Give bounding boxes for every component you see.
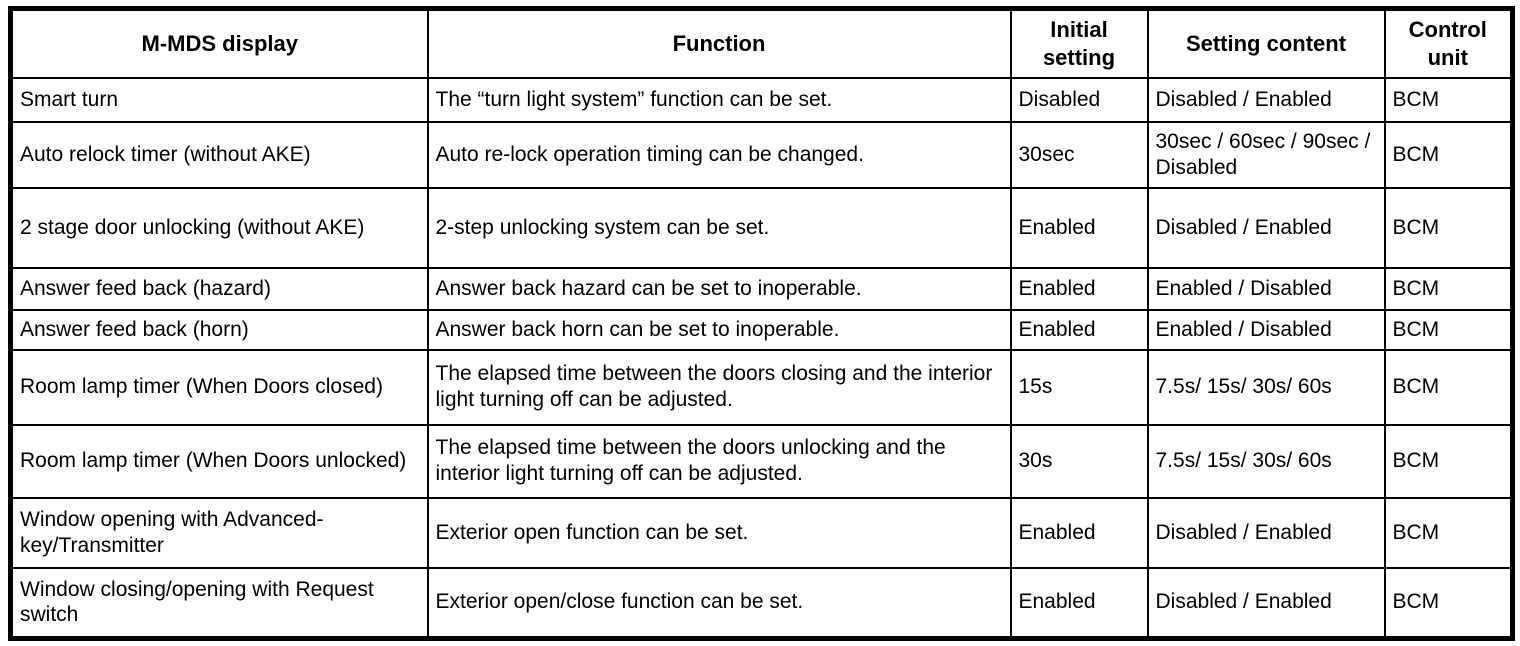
header-setting-content: Setting content [1146,7,1386,79]
table-row: Smart turn The “turn light system” funct… [9,76,1514,123]
cell-function: Exterior open/close function can be set. [426,566,1012,640]
cell-content: 7.5s/ 15s/ 30s/ 60s [1146,348,1386,426]
cell-display: Room lamp timer (When Doors unlocked) [9,423,429,499]
cell-content: Enabled / Disabled [1146,308,1386,351]
cell-unit: BCM [1383,120,1514,189]
table-row: Window closing/opening with Request swit… [9,566,1514,640]
table-row: Auto relock timer (without AKE) Auto re-… [9,120,1514,189]
cell-unit: BCM [1383,186,1514,269]
header-mmds-display: M-MDS display [9,7,429,79]
cell-initial: Enabled [1009,186,1149,269]
cell-initial: Disabled [1009,76,1149,123]
cell-initial: Enabled [1009,266,1149,311]
cell-content: 7.5s/ 15s/ 30s/ 60s [1146,423,1386,499]
table-row: Answer feed back (horn) Answer back horn… [9,308,1514,351]
cell-display: 2 stage door unlocking (without AKE) [9,186,429,269]
cell-content: Disabled / Enabled [1146,496,1386,569]
cell-display: Answer feed back (horn) [9,308,429,351]
table-header-row: M-MDS display Function Initial setting S… [9,7,1514,79]
cell-display: Room lamp timer (When Doors closed) [9,348,429,426]
cell-function: Answer back horn can be set to inoperabl… [426,308,1012,351]
cell-display: Smart turn [9,76,429,123]
cell-function: 2-step unlocking system can be set. [426,186,1012,269]
cell-function: The elapsed time between the doors closi… [426,348,1012,426]
table-row: Answer feed back (hazard) Answer back ha… [9,266,1514,311]
table-row: Room lamp timer (When Doors closed) The … [9,348,1514,426]
cell-display: Answer feed back (hazard) [9,266,429,311]
cell-function: Answer back hazard can be set to inopera… [426,266,1012,311]
mmds-settings-table: M-MDS display Function Initial setting S… [8,6,1515,641]
cell-function: The elapsed time between the doors unloc… [426,423,1012,499]
table-row: 2 stage door unlocking (without AKE) 2-s… [9,186,1514,269]
header-control-unit: Control unit [1383,7,1514,79]
table-row: Window opening with Advanced-key/Transmi… [9,496,1514,569]
cell-function: The “turn light system” function can be … [426,76,1012,123]
cell-initial: Enabled [1009,496,1149,569]
cell-content: Disabled / Enabled [1146,76,1386,123]
cell-unit: BCM [1383,348,1514,426]
cell-content: 30sec / 60sec / 90sec / Disabled [1146,120,1386,189]
cell-unit: BCM [1383,423,1514,499]
cell-unit: BCM [1383,496,1514,569]
cell-function: Exterior open function can be set. [426,496,1012,569]
cell-initial: Enabled [1009,566,1149,640]
cell-function: Auto re-lock operation timing can be cha… [426,120,1012,189]
cell-initial: 15s [1009,348,1149,426]
cell-display: Window opening with Advanced-key/Transmi… [9,496,429,569]
cell-initial: 30sec [1009,120,1149,189]
header-initial-setting: Initial setting [1009,7,1149,79]
cell-initial: 30s [1009,423,1149,499]
cell-content: Disabled / Enabled [1146,186,1386,269]
cell-content: Disabled / Enabled [1146,566,1386,640]
cell-unit: BCM [1383,566,1514,640]
cell-unit: BCM [1383,76,1514,123]
header-function: Function [426,7,1012,79]
cell-initial: Enabled [1009,308,1149,351]
table-row: Room lamp timer (When Doors unlocked) Th… [9,423,1514,499]
cell-display: Auto relock timer (without AKE) [9,120,429,189]
cell-content: Enabled / Disabled [1146,266,1386,311]
cell-unit: BCM [1383,308,1514,351]
cell-display: Window closing/opening with Request swit… [9,566,429,640]
cell-unit: BCM [1383,266,1514,311]
